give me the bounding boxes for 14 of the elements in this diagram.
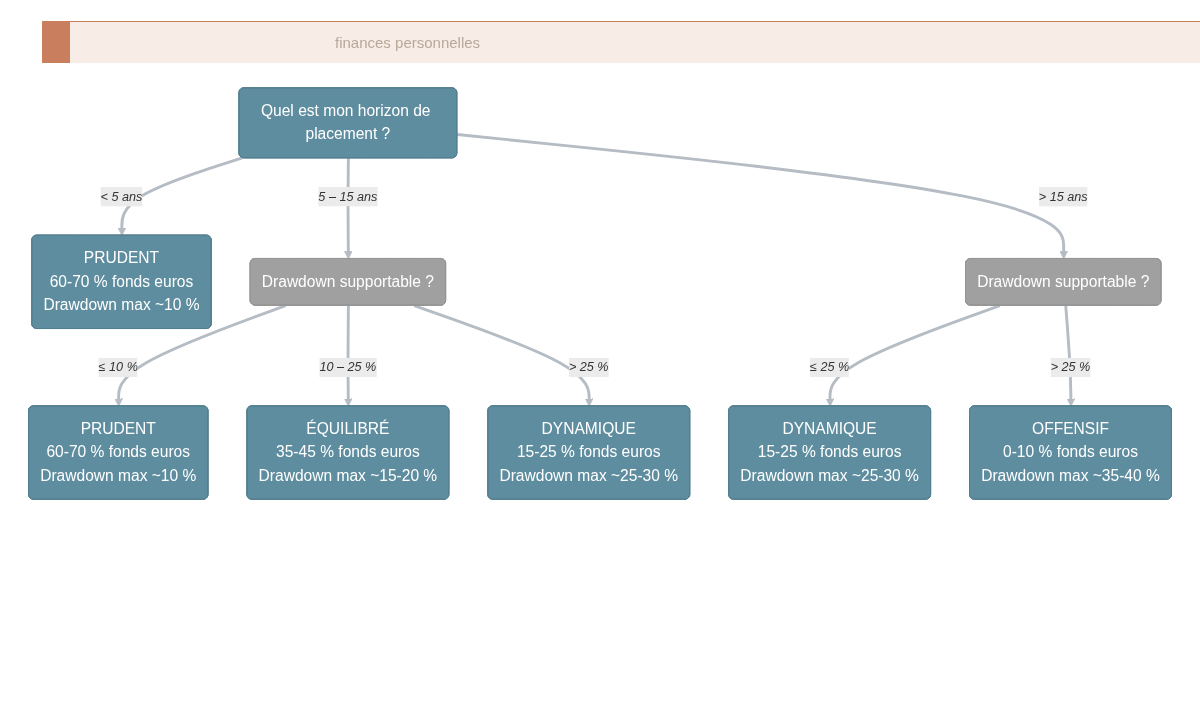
arrow xyxy=(117,156,243,236)
edge-label: ≤ 25 % xyxy=(809,359,850,375)
edge-label: ≤ 10 % xyxy=(98,359,138,375)
edge-label: > 25 % xyxy=(568,359,609,375)
arrow xyxy=(114,304,287,407)
edge-label: > 25 % xyxy=(1050,359,1091,375)
arrow xyxy=(457,133,1068,260)
edge-label: > 15 ans xyxy=(1038,188,1088,204)
arrow xyxy=(825,304,1001,407)
edge-label: 5 – 15 ans xyxy=(318,188,378,204)
header-tagline: finances personnelles xyxy=(335,34,481,52)
edge-label: < 5 ans xyxy=(100,188,143,204)
edge-label: 10 – 25 % xyxy=(319,359,377,375)
arrow xyxy=(413,304,594,407)
